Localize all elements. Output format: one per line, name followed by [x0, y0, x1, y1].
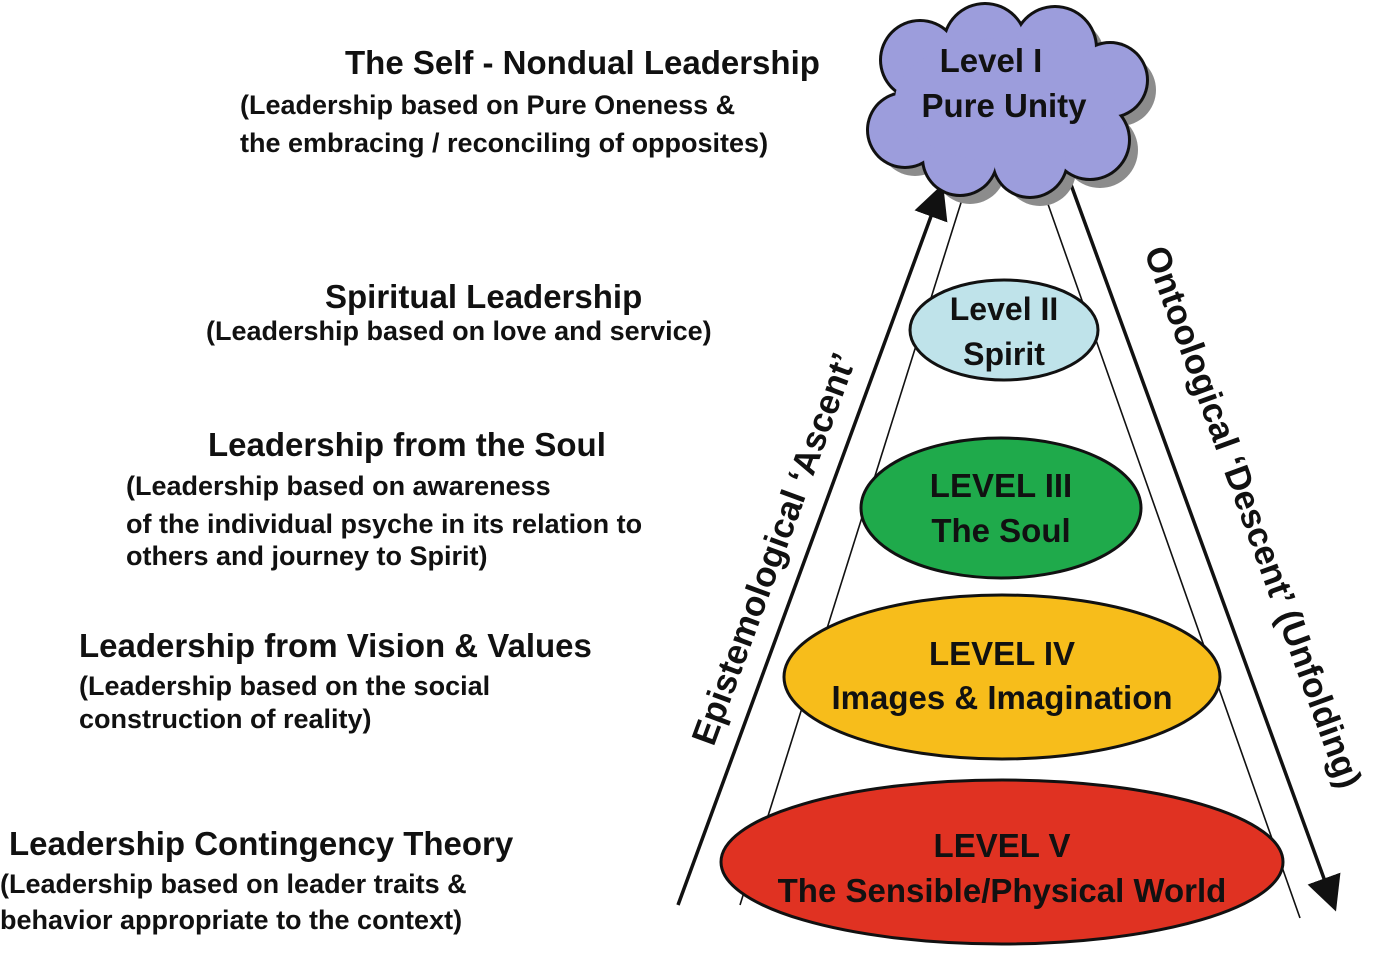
ascent-arrow: [676, 183, 948, 906]
desc-4-line-2: construction of reality): [79, 704, 372, 734]
level-1-line-1: Level I: [940, 42, 1043, 79]
level-2-line-1: Level II: [950, 291, 1059, 327]
desc-3-title: Leadership from the Soul: [208, 426, 606, 463]
level-2-ellipse: [908, 278, 1100, 382]
level-5-node: LEVEL V The Sensible/Physical World: [719, 778, 1285, 946]
desc-4-title: Leadership from Vision & Values: [79, 627, 592, 664]
desc-5-title: Leadership Contingency Theory: [9, 825, 514, 862]
level-4-node: LEVEL IV Images & Imagination: [782, 593, 1222, 761]
desc-3-line-3: others and journey to Spirit): [126, 541, 488, 571]
level-4-line-2: Images & Imagination: [831, 679, 1172, 716]
desc-1-line-1: (Leadership based on Pure Oneness &: [240, 90, 736, 120]
desc-1-title: The Self - Nondual Leadership: [345, 44, 820, 81]
level-3-node: LEVEL III The Soul: [859, 436, 1143, 580]
level-2-node: Level II Spirit: [908, 278, 1100, 382]
desc-4-line-1: (Leadership based on the social: [79, 671, 491, 701]
level-3-ellipse: [859, 436, 1143, 580]
level-3-line-1: LEVEL III: [930, 467, 1072, 504]
level-2-line-2: Spirit: [963, 336, 1045, 372]
descent-arrow: [1060, 159, 1341, 912]
desc-5-line-1: (Leadership based on leader traits &: [0, 869, 467, 899]
level-4-line-1: LEVEL IV: [929, 635, 1075, 672]
level-3-line-2: The Soul: [931, 512, 1070, 549]
desc-2-title: Spiritual Leadership: [325, 278, 643, 315]
desc-5-line-2: behavior appropriate to the context): [0, 905, 463, 935]
desc-1-line-2: the embracing / reconciling of opposites…: [240, 128, 769, 158]
desc-3-line-2: of the individual psyche in its relation…: [126, 509, 643, 539]
level-4-ellipse: [782, 593, 1222, 761]
cloud-fill: [869, 5, 1146, 196]
level-5-line-2: The Sensible/Physical World: [778, 872, 1227, 909]
level-1-node: Level I Pure Unity: [866, 2, 1156, 206]
desc-2-line-1: (Leadership based on love and service): [206, 316, 712, 346]
desc-3-line-1: (Leadership based on awareness: [126, 471, 551, 501]
level-5-ellipse: [719, 778, 1285, 946]
level-5-line-1: LEVEL V: [934, 827, 1071, 864]
level-1-line-2: Pure Unity: [921, 87, 1087, 124]
